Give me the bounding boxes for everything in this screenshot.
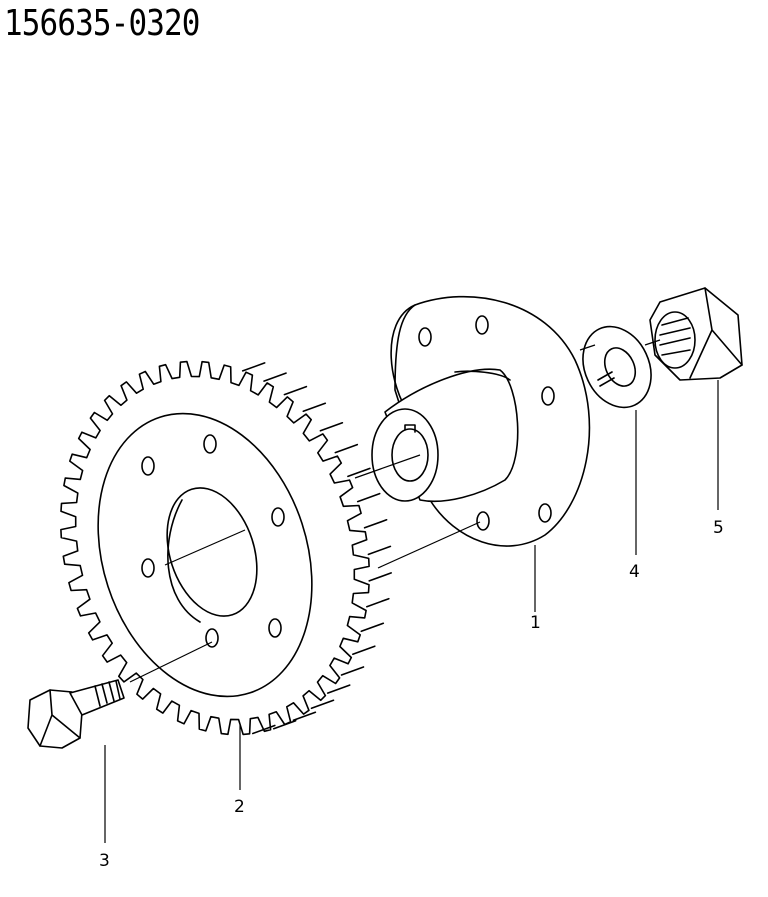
gear-bolt-hole bbox=[141, 456, 155, 476]
nut-facets bbox=[689, 287, 743, 379]
gear-tooth-depth-line bbox=[283, 385, 308, 396]
bolt-head-facets bbox=[39, 689, 81, 747]
gear-tooth-depth-line bbox=[326, 684, 351, 694]
gear-tooth-depth-line bbox=[347, 467, 371, 478]
hub-center-line bbox=[354, 454, 421, 479]
gear-tooth-depth-line bbox=[363, 518, 388, 529]
hub-keyway bbox=[404, 424, 416, 433]
hub-flange-part bbox=[371, 295, 591, 547]
washer-inner bbox=[603, 347, 637, 387]
nut-threads bbox=[659, 317, 691, 356]
callout-2-label: 2 bbox=[234, 797, 245, 817]
gear-bolt-hole bbox=[203, 434, 217, 454]
gear-tooth-depth-line bbox=[302, 402, 327, 413]
assembly-center-lines bbox=[129, 339, 661, 683]
gear-bolt-hole bbox=[205, 628, 219, 648]
hub-bolt-hole bbox=[541, 386, 555, 406]
gear-bolt-hole bbox=[268, 618, 282, 638]
gear-face-rim bbox=[97, 412, 313, 698]
gear-tooth-depth-line bbox=[334, 443, 359, 454]
gear-tooth-depth-line bbox=[272, 719, 297, 730]
gear-tooth-depth-line bbox=[351, 645, 376, 656]
callout-5-label: 5 bbox=[713, 518, 724, 538]
washer-split bbox=[597, 371, 615, 387]
gear-bolt-hole bbox=[271, 507, 285, 527]
hub-bolt-hole bbox=[476, 511, 490, 531]
gear-tooth-depth-line bbox=[263, 372, 287, 382]
gear-tooth-depth-lines bbox=[241, 362, 393, 735]
callout-4-label: 4 bbox=[629, 562, 640, 582]
gear-bore bbox=[166, 487, 258, 617]
bolt-line bbox=[129, 641, 213, 683]
callout-leaders bbox=[104, 380, 719, 843]
gear-tooth-depth-line bbox=[252, 724, 276, 735]
bolt-part bbox=[27, 679, 125, 749]
gear-tooth-depth-line bbox=[365, 597, 390, 608]
hub-bolt-hole bbox=[538, 503, 552, 523]
gear-tooth-depth-line bbox=[241, 362, 266, 372]
gear-tooth-depth-line bbox=[319, 421, 344, 432]
callout-3-label: 3 bbox=[99, 851, 110, 871]
gear-tooth-depth-line bbox=[367, 545, 392, 556]
gear-part bbox=[60, 360, 393, 736]
hub-bolt-line bbox=[377, 521, 481, 569]
diagram-part-number: 156635-0320 bbox=[4, 3, 200, 44]
hub-boss-top-edge bbox=[454, 370, 511, 381]
hub-keyway-bore bbox=[391, 428, 429, 482]
washer-line bbox=[579, 344, 596, 351]
callout-1-label: 1 bbox=[530, 613, 541, 633]
hub-boss-face bbox=[371, 408, 439, 502]
gear-bore-inner-edge bbox=[167, 499, 201, 623]
gear-bolt-hole bbox=[141, 558, 155, 578]
hub-bolt-hole bbox=[418, 327, 432, 347]
gear-tooth-depth-line bbox=[360, 622, 385, 633]
nut-bore bbox=[654, 311, 696, 369]
lock-washer-part bbox=[582, 325, 652, 409]
nut-line bbox=[644, 339, 661, 346]
hub-bolt-hole bbox=[475, 315, 489, 335]
gear-tooth-depth-line bbox=[356, 492, 381, 503]
bolt-threads bbox=[94, 680, 121, 707]
gear-center-line bbox=[164, 529, 246, 566]
gear-tooth-depth-line bbox=[310, 699, 335, 710]
hex-nut-part bbox=[649, 287, 743, 381]
gear-tooth-depth-line bbox=[368, 572, 393, 582]
gear-tooth-depth-line bbox=[340, 666, 365, 676]
gear-tooth-depth-line bbox=[292, 711, 317, 722]
